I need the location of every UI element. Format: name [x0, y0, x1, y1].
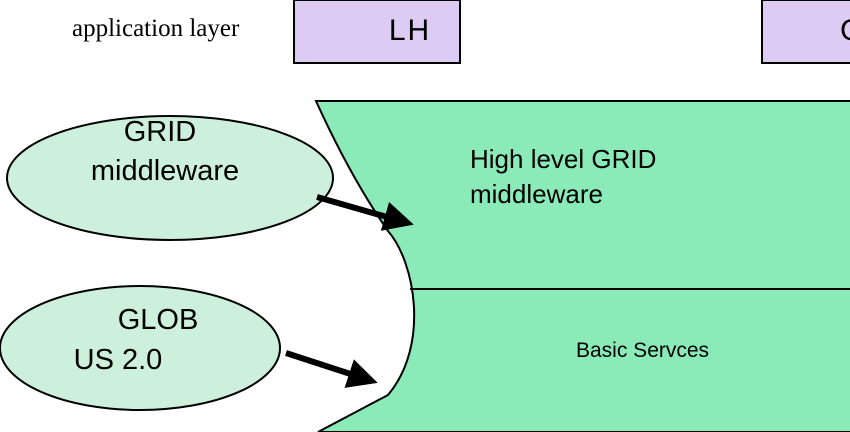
globus-node	[0, 285, 281, 411]
globus-line2: US 2.0	[74, 344, 163, 376]
grid-middleware-node	[6, 115, 334, 241]
application-layer-label: application layer	[72, 15, 240, 42]
middleware-layer-shape	[314, 100, 850, 432]
grid-to-high-level-arrow	[316, 194, 414, 231]
grid-middleware-line1: GRID	[124, 116, 197, 148]
basic-services-label: Basic Servces	[576, 339, 709, 362]
application-box-right	[761, 0, 850, 64]
application-box-right-label: C	[840, 14, 850, 47]
application-box-left	[293, 0, 461, 64]
high-level-middleware-line1: High level GRID	[470, 144, 656, 174]
globus-line1: GLOB	[118, 304, 199, 336]
application-box-left-label: LH	[389, 14, 431, 47]
high-level-middleware-line2: middleware	[470, 179, 603, 209]
globus-to-basic-arrow	[285, 350, 378, 388]
grid-middleware-line2: middleware	[91, 155, 239, 187]
